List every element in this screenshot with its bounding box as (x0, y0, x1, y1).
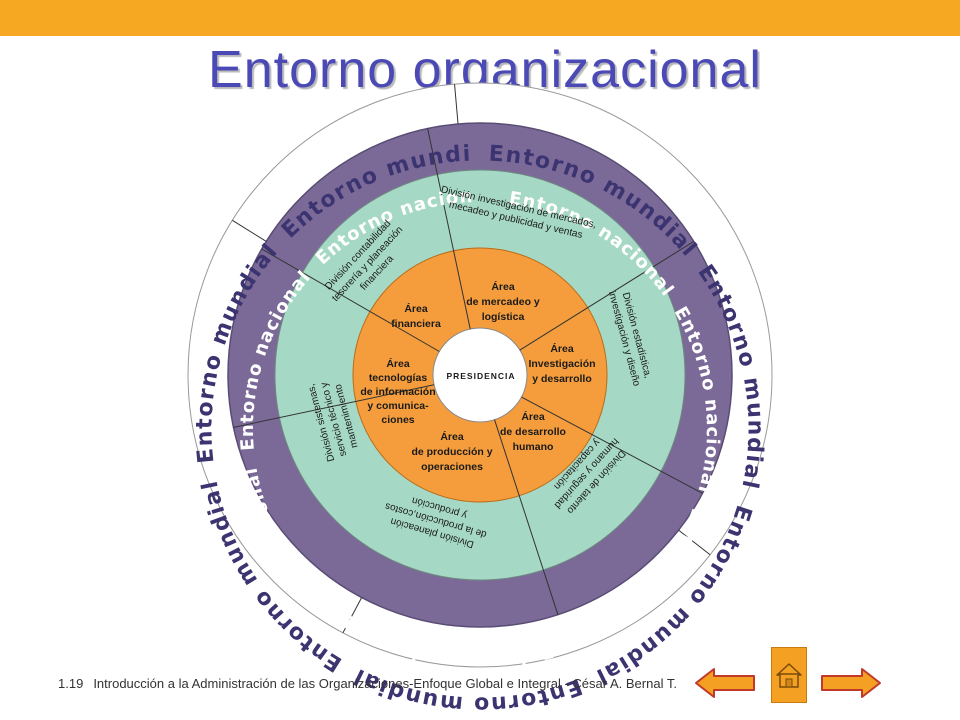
left-arrow-icon (695, 668, 755, 698)
area-finance-line-1: Área (404, 302, 428, 315)
area-it-line-4: y comunica- (367, 400, 429, 412)
area-human-line-2: de desarrollo (500, 426, 566, 438)
world-divider (678, 529, 711, 556)
sector-divider (494, 419, 559, 615)
right-arrow-icon (821, 668, 881, 698)
next-button[interactable] (820, 667, 882, 699)
area-operations-line-1: Área (440, 430, 464, 443)
back-button[interactable] (694, 667, 756, 699)
sector-divider (261, 248, 440, 352)
area-operations-line-2: de producción y (411, 446, 492, 458)
world-divider (232, 219, 267, 242)
area-human-line-3: humano (513, 441, 554, 453)
area-finance-line-2: financiera (391, 318, 441, 330)
top-accent-bar (0, 0, 960, 36)
sector-divider (519, 241, 694, 351)
sector-divider (233, 384, 435, 428)
area-research-line-2: Investigación (528, 358, 595, 370)
area-research-line-3: y desarrollo (532, 373, 592, 385)
area-it-line-5: ciones (381, 414, 414, 426)
center-circle (432, 327, 528, 423)
footer: 1.19 Introducción a la Administración de … (58, 676, 677, 691)
area-human-line-1: Área (521, 410, 545, 423)
area-it-line-3: de información (360, 386, 435, 398)
world-divider (342, 597, 363, 634)
center-label: PRESIDENCIA (446, 371, 515, 381)
world-divider (454, 84, 459, 125)
area-research-line-1: Área (550, 342, 574, 355)
area-it-line-1: Área (386, 357, 410, 370)
sector-divider (521, 396, 703, 494)
footer-text: Introducción a la Administración de las … (93, 676, 677, 691)
sector-divider (427, 128, 471, 330)
area-operations-line-3: operaciones (421, 461, 483, 473)
page-number: 1.19 (58, 676, 84, 691)
area-it-line-2: tecnologías (369, 372, 428, 384)
area-marketing-line-3: logística (482, 311, 525, 323)
home-button[interactable] (771, 647, 807, 703)
area-marketing-line-2: de mercadeo y (466, 296, 540, 308)
home-icon (776, 663, 802, 688)
area-marketing-line-1: Área (491, 280, 515, 293)
